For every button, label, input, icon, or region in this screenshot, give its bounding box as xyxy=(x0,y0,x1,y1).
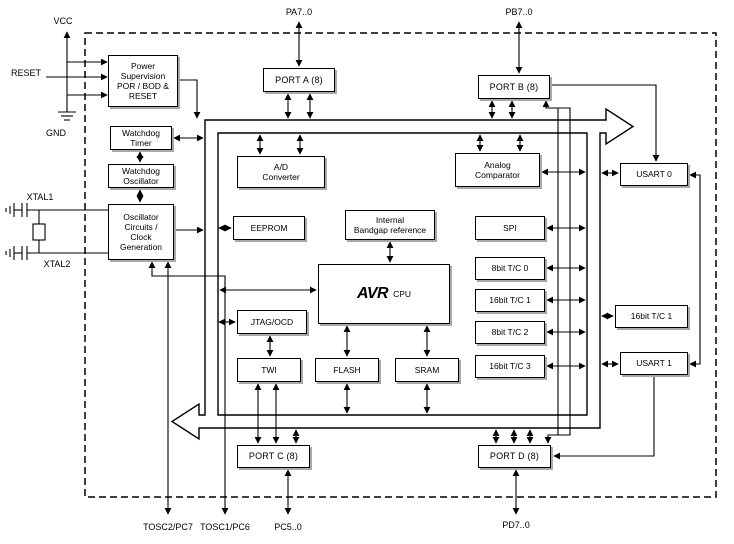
right-side-routing xyxy=(542,84,701,460)
pin-label-reset: RESET xyxy=(10,68,41,78)
block-avr-cpu: AVR CPU xyxy=(318,264,450,324)
chip-boundary xyxy=(84,32,717,498)
block-watchdog-timer: Watchdog Timer xyxy=(110,126,172,150)
pin-label-tosc1-pc6: TOSC1/PC6 xyxy=(200,522,250,532)
block-tc1: 16bit T/C 1 xyxy=(475,289,545,312)
block-twi: TWI xyxy=(237,358,301,382)
ground-symbol xyxy=(58,111,76,121)
cpu-label: CPU xyxy=(393,288,412,299)
pin-label-pb7-0: PB7..0 xyxy=(505,7,533,17)
pin-lines xyxy=(148,21,523,515)
avr-logo: AVR xyxy=(356,284,389,302)
bus-connections xyxy=(218,93,619,444)
block-power-supervision: Power Supervision POR / BOD & RESET xyxy=(108,55,178,107)
block-eeprom: EEPROM xyxy=(233,216,305,240)
pin-label-pa7-0: PA7..0 xyxy=(285,7,313,17)
power-lines xyxy=(46,31,108,121)
pin-label-gnd: GND xyxy=(46,128,66,138)
block-port-d: PORT D (8) xyxy=(478,445,551,468)
block-oscillator-circuits: Oscillator Circuits / Clock Generation xyxy=(108,204,174,260)
block-sram: SRAM xyxy=(395,358,459,382)
block-flash: FLASH xyxy=(315,358,379,382)
block-tc2: 8bit T/C 2 xyxy=(475,321,545,344)
pin-label-xtal1: XTAL1 xyxy=(26,192,54,202)
block-watchdog-oscillator: Watchdog Oscillator xyxy=(108,164,174,188)
block-tc-right: 16bit T/C 1 xyxy=(615,305,688,328)
connection-lines xyxy=(5,21,701,515)
clock-lines xyxy=(136,79,204,234)
block-tc0: 8bit T/C 0 xyxy=(475,257,545,280)
pin-label-pc5-0: PC5..0 xyxy=(274,522,302,532)
pin-label-pd7-0: PD7..0 xyxy=(502,520,530,530)
block-port-b: PORT B (8) xyxy=(478,75,550,99)
block-usart0: USART 0 xyxy=(620,163,688,186)
block-adc: A/D Converter xyxy=(237,156,325,188)
block-tc3: 16bit T/C 3 xyxy=(475,355,545,378)
block-port-a: PORT A (8) xyxy=(263,68,335,92)
block-bandgap-reference: Internal Bandgap reference xyxy=(345,210,435,240)
block-jtag-ocd: JTAG/OCD xyxy=(237,310,307,334)
pin-label-xtal2: XTAL2 xyxy=(43,259,71,269)
crystal-body xyxy=(32,223,46,241)
pin-label-vcc: VCC xyxy=(53,16,73,26)
pin-label-tosc2-pc7: TOSC2/PC7 xyxy=(143,522,193,532)
block-analog-comparator: Analog Comparator xyxy=(455,153,540,187)
block-port-c: PORT C (8) xyxy=(237,445,310,468)
block-usart1: USART 1 xyxy=(620,352,688,375)
block-spi: SPI xyxy=(475,216,545,240)
crystal-circuit xyxy=(5,203,108,260)
